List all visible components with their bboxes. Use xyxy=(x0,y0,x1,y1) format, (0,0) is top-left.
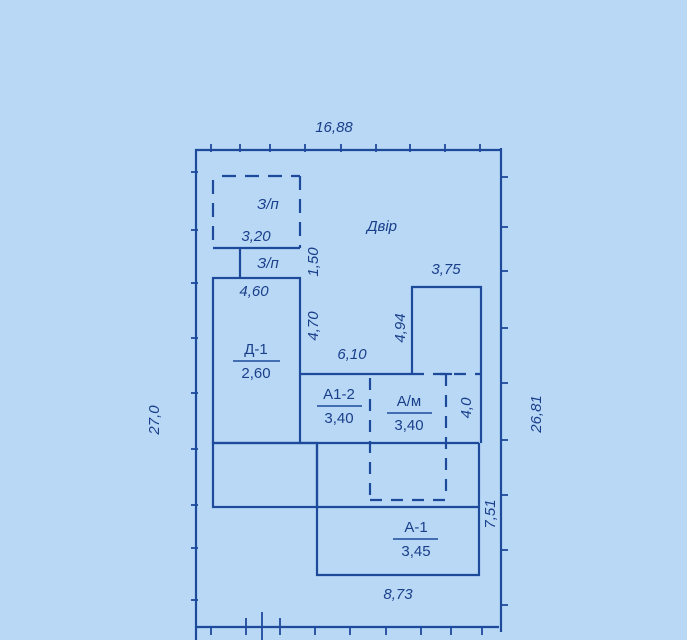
label-a1-height: 3,45 xyxy=(401,543,430,560)
dim-bottom-width: 8,73 xyxy=(383,586,413,603)
lot-boundary-top-left xyxy=(194,148,500,640)
dim-zp-width: 3,20 xyxy=(241,228,271,245)
label-am-code: А/м xyxy=(397,393,422,410)
dim-tower-width: 3,75 xyxy=(431,261,461,278)
label-am-height: 3,40 xyxy=(394,417,423,434)
label-a1-code: А-1 xyxy=(404,519,427,536)
label-zp-small: З/п xyxy=(257,255,279,272)
building-zp-small xyxy=(213,246,300,278)
building-a1 xyxy=(315,443,481,577)
label-yard: Двір xyxy=(365,218,397,235)
right-ticks xyxy=(501,176,508,606)
top-ticks xyxy=(210,144,481,152)
dim-zp-height: 1,50 xyxy=(305,247,322,277)
dim-top-width: 16,88 xyxy=(315,119,353,136)
label-a1-2-code: А1-2 xyxy=(323,386,355,403)
dim-d1-width: 4,60 xyxy=(239,283,269,300)
bottom-ticks xyxy=(210,612,483,640)
dim-left-height: 27,0 xyxy=(146,405,163,436)
dim-right-height: 26,81 xyxy=(528,395,545,434)
building-zp-dashed xyxy=(211,174,302,248)
left-ticks xyxy=(191,171,198,601)
dim-middle-width: 6,10 xyxy=(337,346,367,363)
building-am-dashed xyxy=(368,372,481,502)
building-a1-2 xyxy=(300,372,479,445)
label-d1-height: 2,60 xyxy=(241,365,270,382)
label-zp-dashed: З/п xyxy=(257,196,279,213)
dim-tower-height: 4,94 xyxy=(392,313,409,342)
dim-am-side: 4,0 xyxy=(458,397,475,419)
label-d1-code: Д-1 xyxy=(244,341,268,358)
label-a1-2-height: 3,40 xyxy=(324,410,353,427)
building-tower xyxy=(410,285,483,443)
dim-d1-side: 4,70 xyxy=(305,311,322,341)
building-annex xyxy=(211,441,319,509)
dim-bottom-right-height: 7,51 xyxy=(482,499,499,528)
